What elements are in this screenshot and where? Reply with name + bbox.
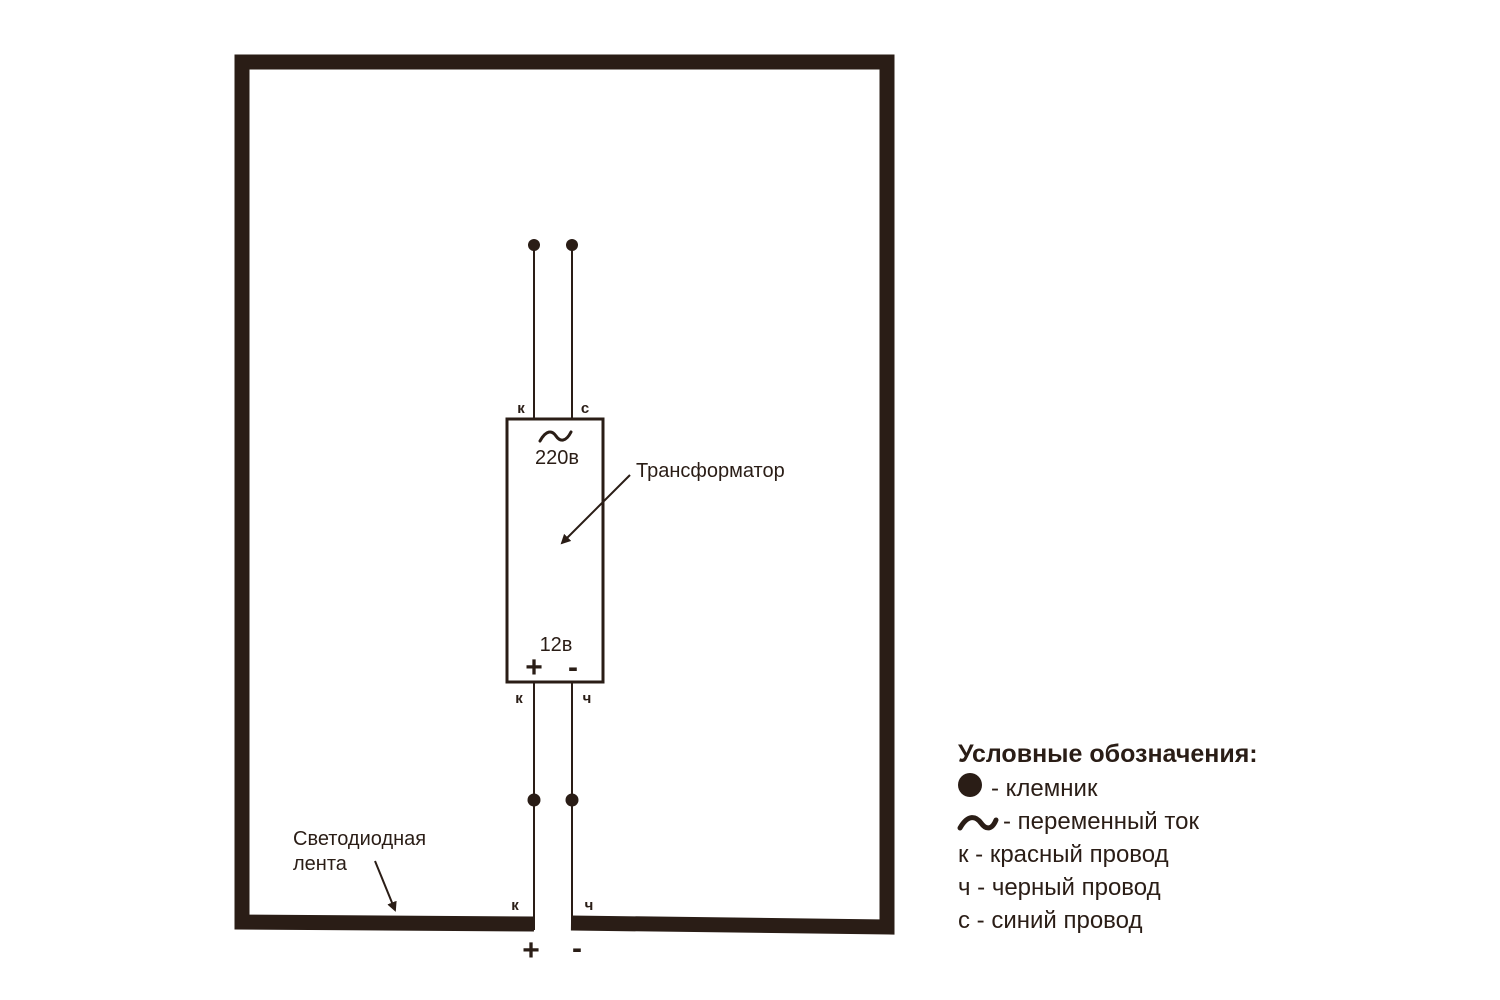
input-voltage-label: 220в [535,447,579,469]
legend-item-blue-wire: с - синий провод [958,907,1142,934]
ac-tilde-icon [538,430,573,443]
terminal-dot-icon [565,793,579,807]
output-voltage-label: 12в [540,634,573,656]
led-strip-callout-arrow [374,860,397,912]
strip-minus-label: - [572,932,582,965]
transformer-box [505,417,605,684]
terminal-dot-icon [527,793,541,807]
legend-item-terminal: - клемник [991,775,1098,802]
transformer-label: Трансформатор [636,460,785,482]
legend: Условные обозначения: - клемник - переме… [957,740,1258,934]
legend-item-black-wire: ч - черный провод [958,874,1161,901]
wire-label-top-right: с [581,400,589,417]
terminals [527,239,579,807]
strip-wire-label-right: ч [585,897,594,914]
led-strip-label-line1: Светодиодная [293,828,426,850]
transformer-plus-label: + [525,651,543,684]
transformer-minus-label: - [568,651,578,684]
legend-item-ac: - переменный ток [1003,808,1199,835]
led-strip-label-line2: лента [293,853,348,875]
strip-plus-label: + [522,934,540,967]
terminal-dot-icon [528,239,540,251]
legend-item-red-wire: к - красный провод [958,841,1169,868]
terminal-dot-icon [958,773,982,797]
wire-label-bottom-left: к [515,690,523,707]
tilde-icon [957,815,999,831]
wire-label-top-left: к [517,400,525,417]
terminal-dot-icon [566,239,578,251]
transformer-callout-arrow [560,474,631,545]
strip-wire-label-left: к [511,897,519,914]
led-strip-frame [234,54,895,935]
legend-title: Условные обозначения: [958,740,1258,768]
wire-label-bottom-right: ч [583,690,592,707]
led-strip-left-segment [234,54,895,935]
